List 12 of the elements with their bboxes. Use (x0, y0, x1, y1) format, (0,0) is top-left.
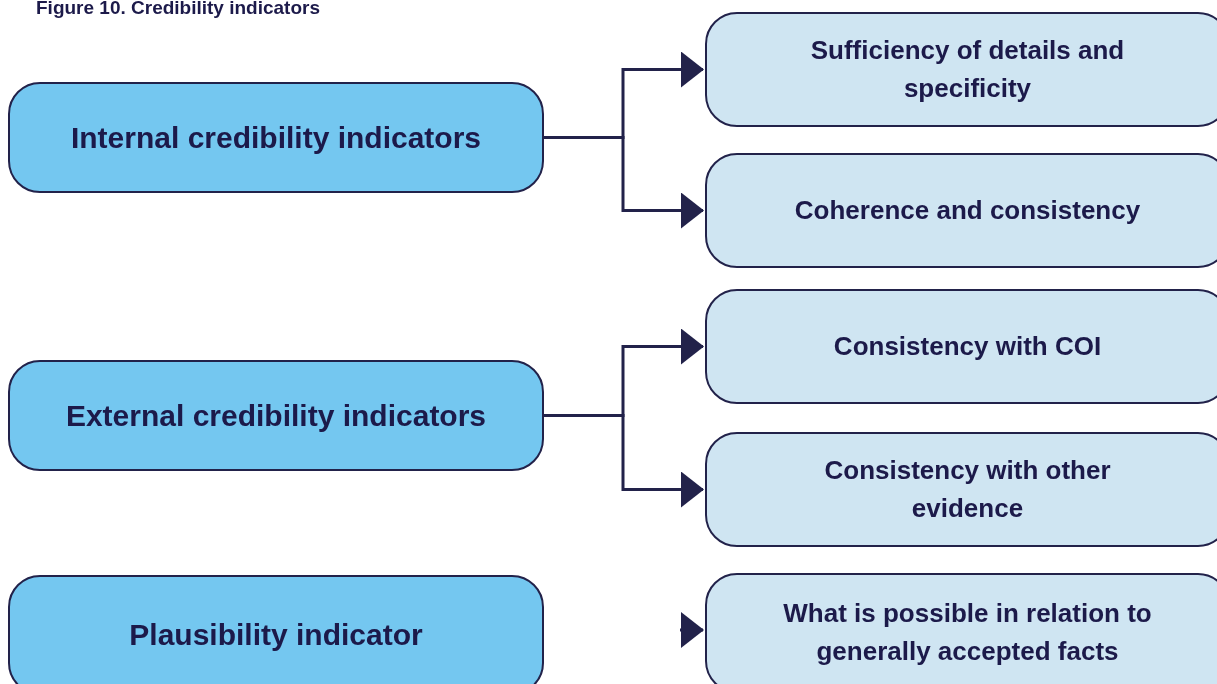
category-box: Plausibility indicator (8, 575, 544, 684)
category-box: External credibility indicators (8, 360, 544, 471)
indicator-box: Consistency with other evidence (705, 432, 1217, 547)
category-box: Internal credibility indicators (8, 82, 544, 193)
indicator-box: Consistency with COI (705, 289, 1217, 404)
arrow (680, 612, 704, 648)
indicator-box: Sufficiency of details and specificity (705, 12, 1217, 127)
indicator-box: Coherence and consistency (705, 153, 1217, 268)
figure-title: Figure 10. Credibility indicators (36, 0, 320, 19)
arrow (544, 414, 704, 508)
indicator-box: What is possible in relation to generally accepted facts (705, 573, 1217, 684)
arrow (544, 136, 704, 229)
